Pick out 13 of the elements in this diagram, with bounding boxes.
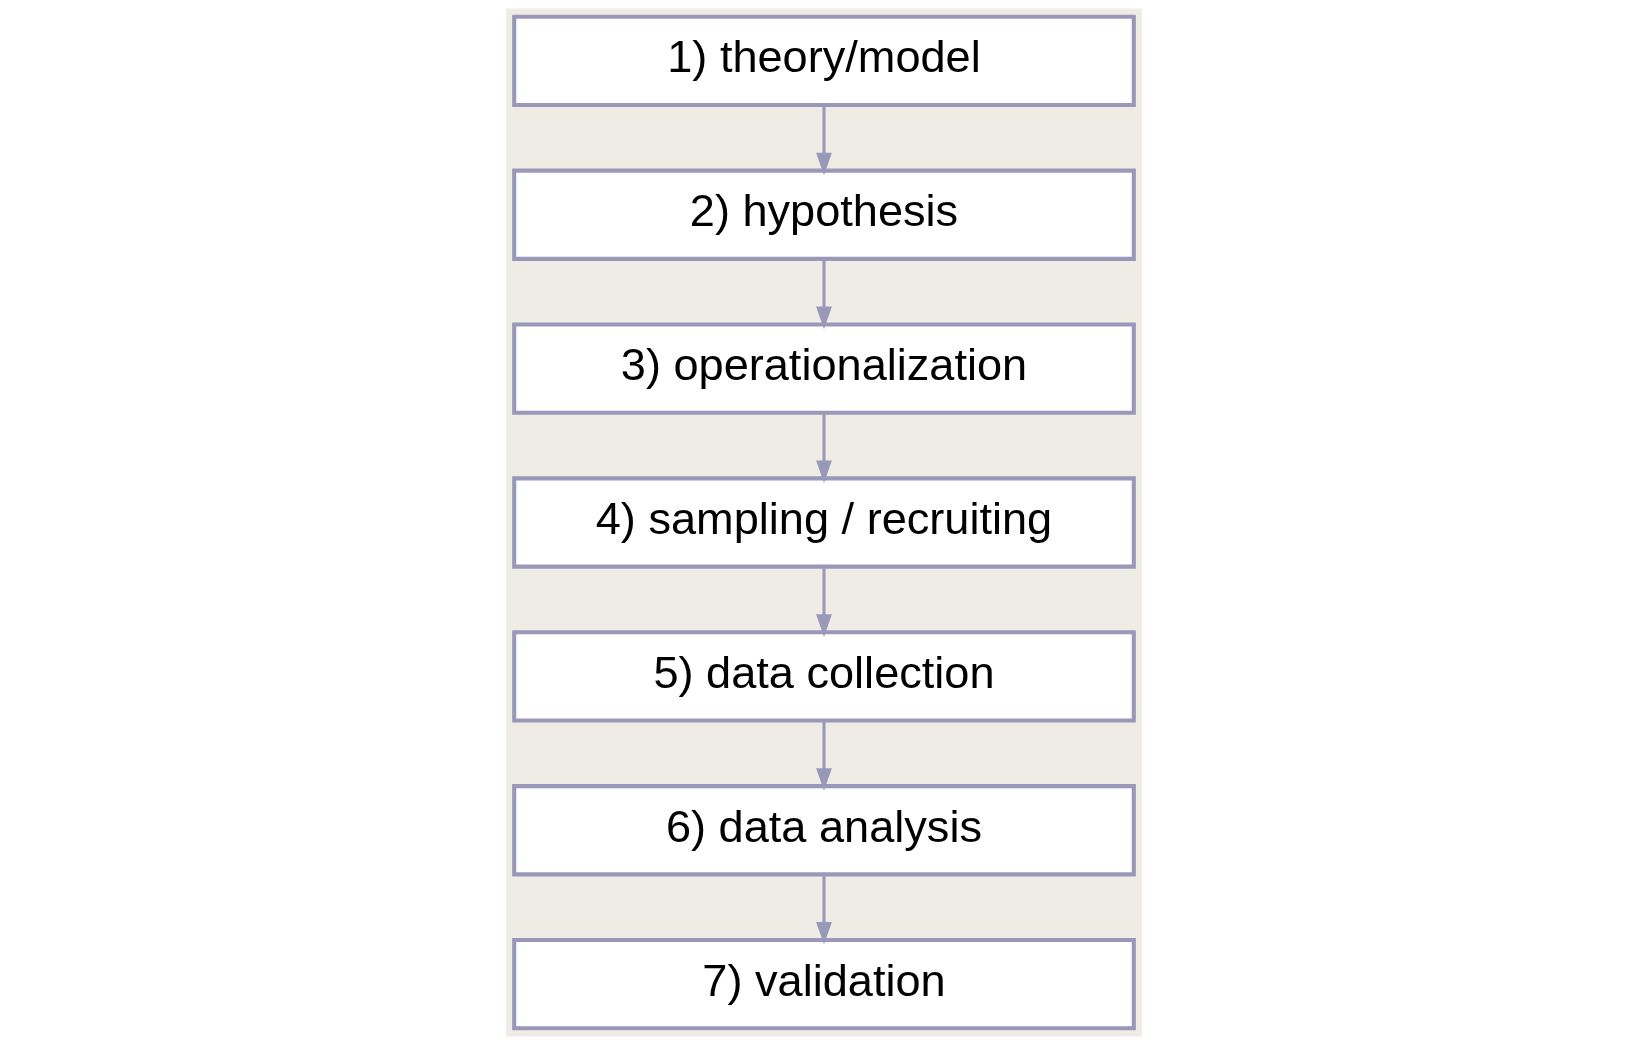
- arrow: [815, 720, 832, 791]
- node-box: 2) hypothesis: [511, 168, 1136, 261]
- node-box: 6) data analysis: [511, 784, 1136, 877]
- arrow: [815, 259, 832, 330]
- arrow: [815, 105, 832, 176]
- node-box: 4) sampling / recruiting: [511, 476, 1136, 569]
- node-box: 5) data collection: [511, 630, 1136, 723]
- node-box: 3) operationalization: [511, 322, 1136, 415]
- node-box: 1) theory/model: [511, 14, 1136, 108]
- arrow: [815, 567, 832, 637]
- arrow: [815, 874, 832, 945]
- node-box: 7) validation: [511, 937, 1136, 1031]
- arrow: [815, 413, 832, 483]
